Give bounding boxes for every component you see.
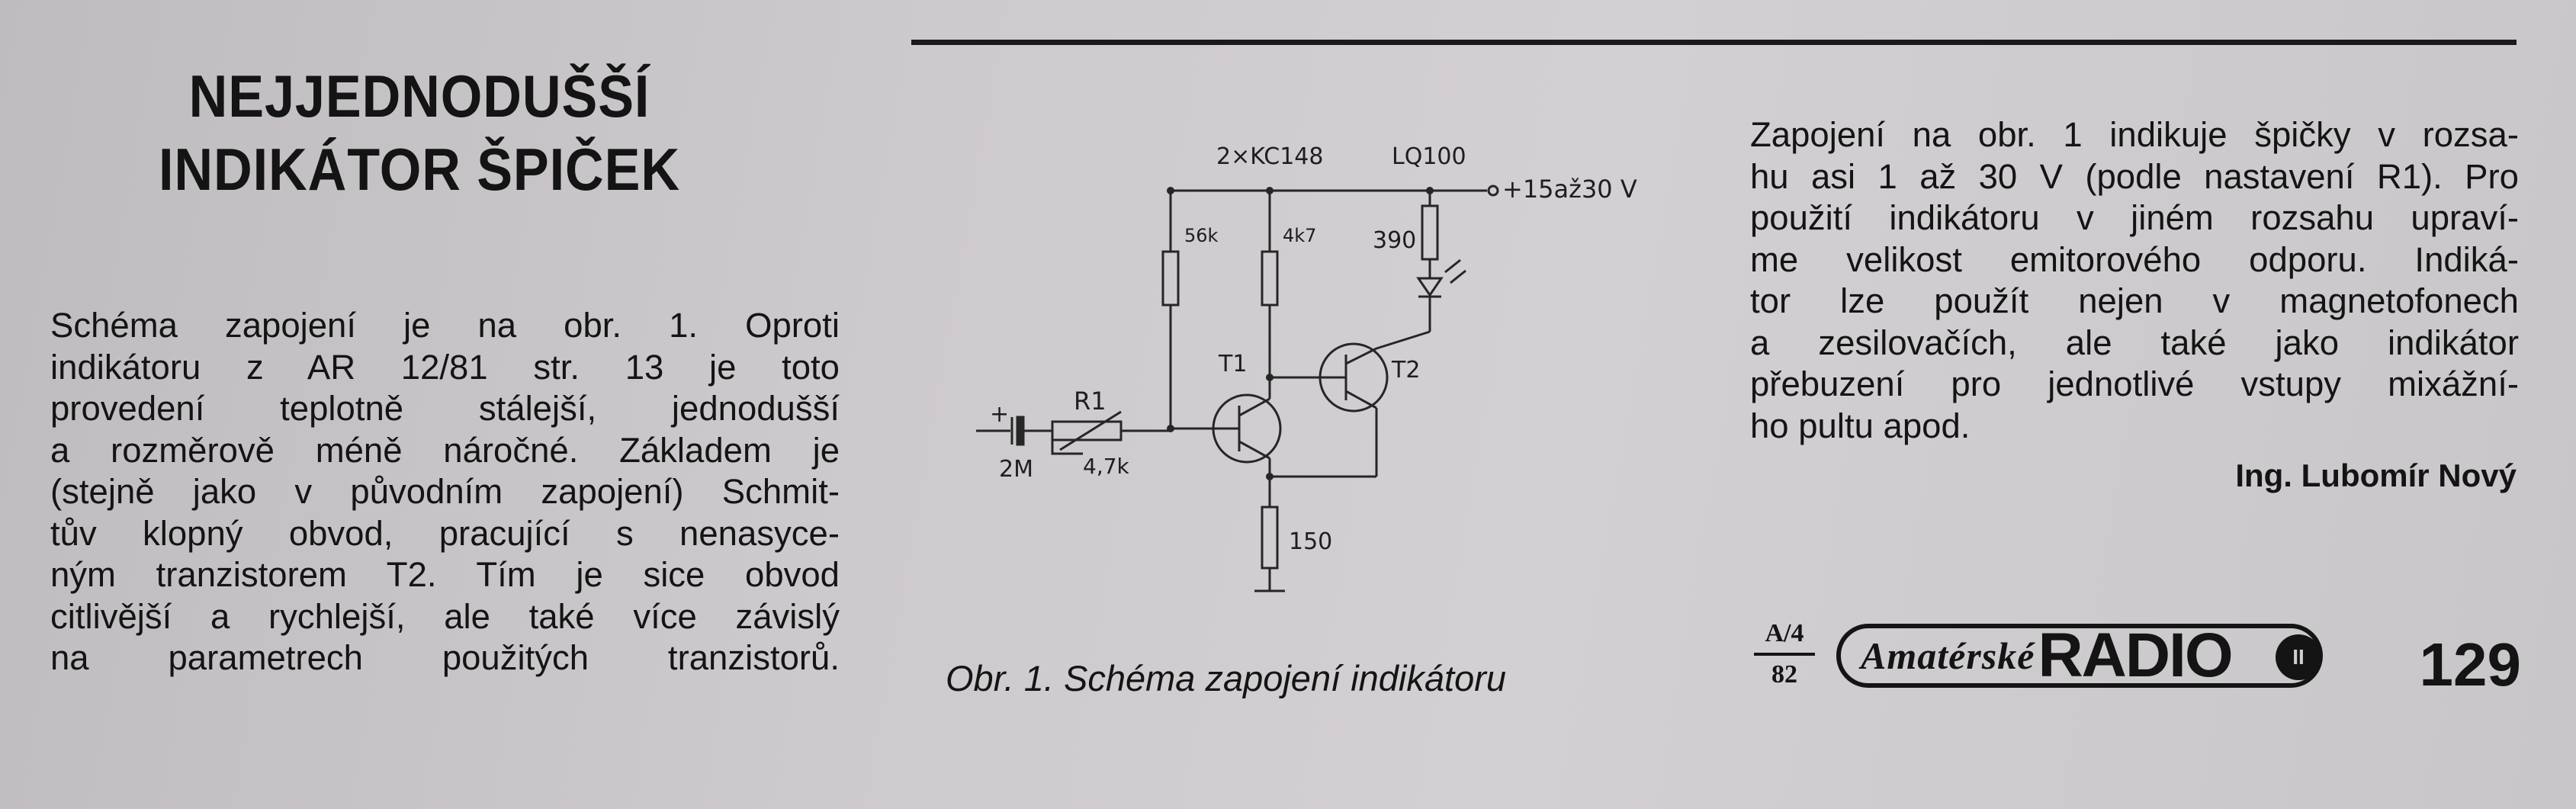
top-rule [911,40,2517,45]
label-transistors: 2×KC148 [1216,143,1323,170]
label-150: 150 [1289,528,1332,555]
label-t2: T2 [1391,357,1420,384]
label-4k7: 4k7 [1283,225,1316,246]
title-line-1: NEJJEDNODUŠŠÍ [188,63,650,130]
text-line: přebuzení pro jednotlivé vstupy mixážní- [1750,364,2519,403]
article-title: NEJJEDNODUŠŠÍ INDIKÁTOR ŠPIČEK [145,59,694,206]
label-t1: T1 [1218,351,1247,377]
text-line: me velikost emitorového odporu. Indiká- [1750,239,2519,279]
text-line: hu asi 1 až 30 V (podle nastavení R1). P… [1750,156,2519,196]
label-supply: +15až30 V [1502,175,1637,204]
label-r1: R1 [1074,387,1107,416]
magazine-logo: Amatérské RADIO II [1836,621,2323,690]
label-r1-value: 4,7k [1083,454,1130,479]
logo-circle: II [2276,634,2321,680]
text-line: a zesilovačích, ale také jako indikátor [1750,323,2519,362]
text-line: indikátoru z AR 12/81 str. 13 je toto [50,347,840,387]
text-line: tor lze použít nejen v magnetofonech [1750,281,2519,320]
label-input-plus: + [990,401,1009,428]
body-text-left: Schéma zapojení je na obr. 1. Oproti ind… [50,305,840,679]
text-line: ným tranzistorem T2. Tím je sice obvod [50,555,840,594]
text-line: tův klopný obvod, pracující s nenasyce- [50,513,840,553]
text-line: Schéma zapojení je na obr. 1. Oproti [50,306,840,345]
issue-top: A/4 [1765,619,1804,647]
article-author: Ing. Lubomír Nový [2235,457,2517,493]
text-line: použití indikátoru v jiném rozsahu uprav… [1750,198,2519,237]
issue-divider [1754,653,1815,656]
body-text-right: Zapojení na obr. 1 indikuje špičky v roz… [1750,114,2519,447]
label-cap: 2M [999,456,1033,483]
label-56k: 56k [1184,225,1219,246]
text-line: (stejně jako v původním zapojení) Schmit… [50,472,840,511]
page-number: 129 [2419,631,2521,698]
circuit-schematic: 2×KC148 LQ100 +15až30 V 56k 4k7 390 T1 T… [976,143,1637,592]
figure-caption: Obr. 1. Schéma zapojení indikátoru [946,658,1506,698]
title-line-2: INDIKÁTOR ŠPIČEK [159,136,680,203]
logo-script: Amatérské [1861,634,2035,677]
text-line: citlivější a rychlejší, ale také více zá… [50,596,840,636]
logo-radio: RADIO [2038,621,2233,690]
text-line: ho pultu apod. [1750,406,1971,445]
text-line: na parametrech použitých tranzistorů. [50,638,840,677]
text-line: provedení teplotně stálejší, jednodušší [50,389,840,428]
label-led: LQ100 [1392,143,1466,170]
text-line: Zapojení na obr. 1 indikuje špičky v roz… [1750,115,2519,154]
label-390: 390 [1373,227,1416,254]
issue-number: A/4 82 [1754,619,1815,689]
issue-bottom: 82 [1771,660,1797,689]
text-line: a rozměrově méně náročné. Základem je [50,430,840,470]
